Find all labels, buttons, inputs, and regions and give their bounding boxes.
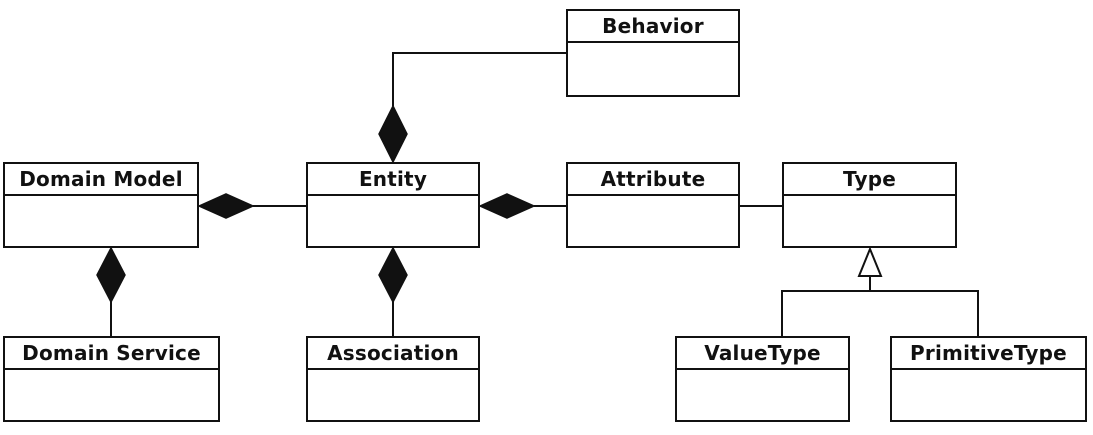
class-value-type[interactable]: ValueType [675,336,850,422]
class-behavior[interactable]: Behavior [566,9,740,97]
class-type[interactable]: Type [782,162,957,248]
behavior-entity-link [392,52,566,106]
class-behavior-name: Behavior [568,11,738,43]
entity-association-composition-diamond [378,246,408,304]
class-entity[interactable]: Entity [306,162,480,248]
domainmodel-entity-composition-diamond [197,193,255,219]
class-association-name: Association [308,338,478,370]
class-attribute[interactable]: Attribute [566,162,740,248]
class-association[interactable]: Association [306,336,480,422]
generalization-branches [781,290,979,336]
generalization-arrowhead [857,246,883,277]
class-type-name: Type [784,164,955,196]
class-attribute-name: Attribute [568,164,738,196]
domainmodel-domainservice-composition-diamond [96,246,126,304]
class-domain-service-name: Domain Service [5,338,218,370]
class-entity-name: Entity [308,164,478,196]
class-value-type-name: ValueType [677,338,848,370]
class-primitive-type[interactable]: PrimitiveType [890,336,1087,422]
entity-behavior-composition-diamond [378,104,408,164]
class-domain-model[interactable]: Domain Model [3,162,199,248]
class-primitive-type-name: PrimitiveType [892,338,1085,370]
class-domain-service[interactable]: Domain Service [3,336,220,422]
class-domain-model-name: Domain Model [5,164,197,196]
entity-attribute-composition-diamond [478,193,536,219]
